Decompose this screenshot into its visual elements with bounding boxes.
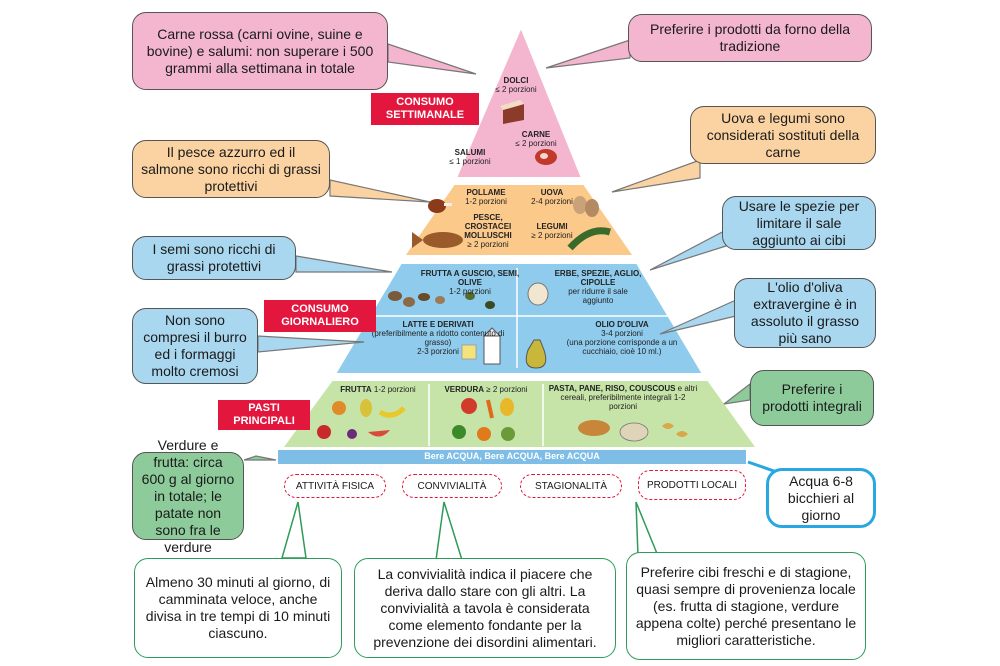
- steak-icon: [535, 149, 557, 165]
- callout-fish: Il pesce azzurro ed il salmone sono ricc…: [132, 140, 330, 198]
- legumes-label: LEGUMI≥ 2 porzioni: [531, 222, 573, 240]
- callout-vegetables-fruit: Verdure e frutta: circa 600 g al giorno …: [132, 437, 244, 555]
- callout-whole-grain: Preferire i prodotti integrali: [750, 370, 874, 426]
- water-band: [278, 450, 746, 464]
- callout-water: Acqua 6-8 bicchieri al giorno: [766, 468, 876, 528]
- callout-bakery: Preferire i prodotti da forno della trad…: [628, 14, 872, 62]
- pill-local-products: PRODOTTI LOCALI: [638, 470, 746, 500]
- meat-label: CARNE≤ 2 porzioni: [515, 130, 557, 148]
- dairy-label: LATTE E DERIVATI(preferibilmente a ridot…: [371, 320, 505, 356]
- olive-oil-icon: [525, 339, 547, 369]
- cured-meats-label: SALUMI≤ 1 porzioni: [449, 148, 491, 166]
- box-local-seasonal: Preferire cibi freschi e di stagione, qu…: [626, 552, 866, 660]
- pyramid-daily-band: [333, 262, 705, 375]
- cheese-icon: [461, 344, 477, 360]
- garlic-icon: [527, 282, 549, 306]
- fruit-label: FRUTTA 1-2 porzioni: [340, 385, 416, 394]
- tag-weekly-consumption: CONSUMO SETTIMANALE: [371, 93, 479, 125]
- water-band-text: Bere ACQUA, Bere ACQUA, Bere ACQUA: [424, 451, 600, 461]
- callout-red-meat: Carne rossa (carni ovine, suine e bovine…: [132, 12, 388, 90]
- callout-seeds: I semi sono ricchi di grassi protettivi: [132, 236, 296, 280]
- legumes-icon: [567, 227, 612, 251]
- callout-spices: Usare le spezie per limitare il sale agg…: [722, 196, 876, 250]
- grains-label: PASTA, PANE, RISO, COUSCOUS e altri cere…: [548, 384, 698, 411]
- bread-icon: [578, 420, 688, 442]
- sweets-label: DOLCI≤ 2 porzioni: [495, 76, 537, 94]
- pill-conviviality: CONVIVIALITÀ: [402, 474, 502, 498]
- fish-icon: [412, 232, 463, 248]
- tag-daily-consumption: CONSUMO GIORNALIERO: [264, 300, 376, 332]
- box-physical-activity: Almeno 30 minuti al giorno, di camminata…: [134, 558, 342, 658]
- fruit-icon: [317, 399, 406, 439]
- callout-olive-oil: L'olio d'oliva extravergine è in assolut…: [734, 278, 876, 348]
- box-conviviality: La convivialità indica il piacere che de…: [354, 558, 616, 658]
- tag-main-meals: PASTI PRINCIPALI: [218, 400, 310, 430]
- callout-eggs-legumes: Uova e legumi sono considerati sostituti…: [690, 106, 876, 164]
- callout-butter: Non sono compresi il burro ed i formaggi…: [132, 308, 258, 384]
- eggs-icon: [573, 196, 599, 217]
- pill-physical-activity: ATTIVITÀ FISICA: [284, 474, 386, 498]
- vegetables-label: VERDURA ≥ 2 porzioni: [444, 385, 528, 394]
- nuts-icon: [388, 291, 495, 309]
- milk-carton-icon: [482, 327, 502, 365]
- cake-icon: [500, 100, 524, 124]
- pill-seasonality: STAGIONALITÀ: [520, 474, 622, 498]
- fish-label: PESCE, CROSTACEI MOLLUSCHI≥ 2 porzioni: [464, 213, 512, 249]
- vegetables-icon: [452, 398, 515, 441]
- chicken-leg-icon: [428, 199, 452, 213]
